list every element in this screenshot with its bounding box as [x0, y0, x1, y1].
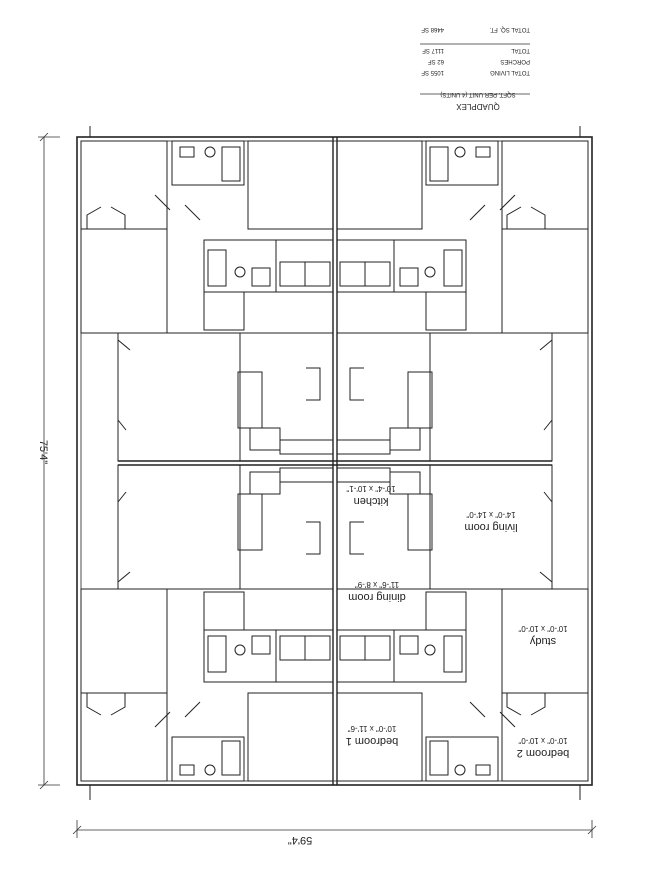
unit-top-right — [336, 140, 589, 462]
legend-row-label: TOTAL SQ. FT. — [489, 26, 530, 32]
unit-bottom-left — [80, 464, 334, 782]
legend-row-label: TOTAL — [511, 47, 530, 53]
building — [76, 126, 593, 800]
room-name-study: study — [529, 635, 556, 647]
room-name-bedroom-1: bedroom 1 — [346, 735, 399, 747]
legend-row-label: TOTAL LIVING — [490, 69, 530, 75]
room-name-dining-room: dining room — [348, 591, 405, 603]
room-size-living-room: 14'-0" x 14'-0" — [466, 510, 515, 519]
legend-row-value: 62 SF — [428, 58, 444, 64]
legend-row-label: PORCHES — [500, 58, 530, 64]
legend-row-value: 4468 SF — [421, 26, 444, 32]
room-size-dining-room: 11'-6" x 8'-9" — [355, 580, 399, 589]
room-labels: living room 14'-0" x 14'-0" kitchen 10'-… — [346, 484, 570, 759]
room-size-study: 10'-0" x 10'-0" — [518, 624, 567, 633]
legend-row-value: 1055 SF — [421, 69, 444, 75]
legend-title: QUADPLEX — [456, 102, 500, 111]
room-name-kitchen: kitchen — [354, 495, 389, 507]
room-size-kitchen: 10'-4" x 10'-1" — [346, 484, 395, 493]
unit-top-left — [80, 140, 334, 462]
dimension-lines — [38, 132, 597, 838]
room-name-living-room: living room — [464, 521, 517, 533]
dimension-width-label: 59'4" — [288, 834, 312, 846]
legend-row-value: 1117 SF — [422, 47, 444, 53]
dimension-height-label: 75'4" — [37, 440, 49, 464]
legend-subtitle: SQFT. PER UNIT (4 UNITS) — [440, 91, 515, 97]
room-size-bedroom-2: 10'-0" x 10'-0" — [518, 736, 567, 745]
room-name-bedroom-2: bedroom 2 — [517, 747, 570, 759]
room-size-bedroom-1: 10'-0" x 11'-6" — [348, 724, 397, 733]
unit-bottom-right — [336, 464, 589, 782]
legend-table: QUADPLEX SQFT. PER UNIT (4 UNITS) TOTAL … — [420, 26, 530, 111]
